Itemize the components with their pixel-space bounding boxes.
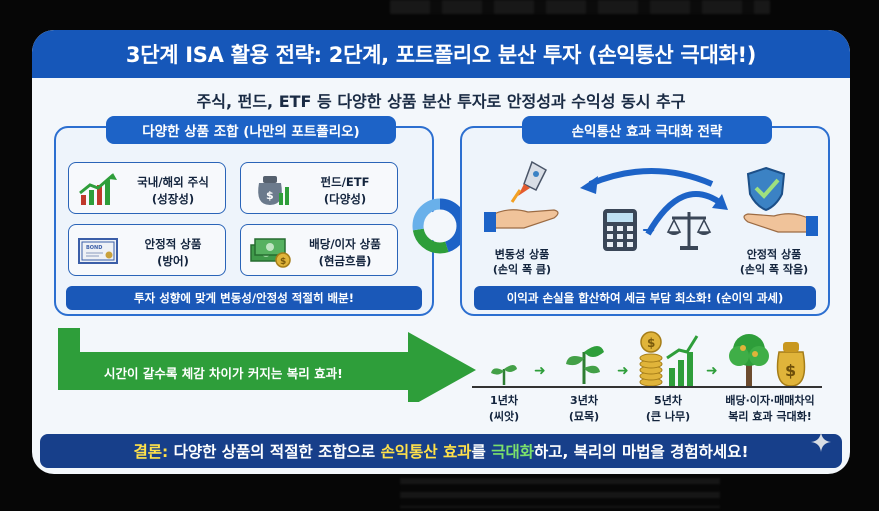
timeline-line [472, 386, 822, 388]
portfolio-panel-footer: 투자 성향에 맞게 변동성/안정성 적절히 배분! [66, 286, 422, 310]
blurred-background-text-top [390, 0, 770, 14]
stage-label: (묘목) [568, 410, 600, 423]
conclusion-text: 를 [471, 443, 492, 461]
page-title: 3단계 ISA 활용 전략: 2단계, 포트폴리오 분산 투자 (손익통산 극대… [125, 43, 757, 67]
svg-text:$: $ [785, 361, 796, 380]
infographic-card: 3단계 ISA 활용 전략: 2단계, 포트폴리오 분산 투자 (손익통산 극대… [32, 30, 850, 474]
product-name: 배당/이자 상품 [309, 237, 381, 251]
offset-arrows-icon [580, 168, 728, 236]
product-card-stocks: 국내/해외 주식 (성장성) [68, 162, 226, 214]
svg-text:$: $ [280, 257, 286, 267]
stage-year: 배당·이자·매매차익 [725, 394, 815, 407]
product-trait: (다양성) [323, 192, 367, 206]
seed-sprout-icon [491, 365, 517, 385]
stage-year: 1년차 [490, 394, 518, 407]
sapling-icon [566, 346, 604, 384]
product-name: 펀드/ETF [320, 175, 370, 189]
loss-offset-panel-heading: 손익통산 효과 극대화 전략 [522, 116, 772, 144]
conclusion-highlight: 손익통산 효과 [380, 443, 472, 461]
timeline-stage-1: 1년차 (씨앗) [469, 392, 539, 424]
stage-label: (씨앗) [488, 410, 520, 423]
subtitle: 주식, 펀드, ETF 등 다양한 상품 분산 투자로 안정성과 수익성 동시 … [196, 92, 686, 111]
volatile-product-note: (손익 폭 큼) [492, 263, 552, 276]
conclusion-text: 하고, 복리의 마법을 경험하세요! [533, 443, 749, 461]
svg-text:BOND: BOND [86, 245, 102, 251]
stable-product-label: 안정적 상품 [746, 248, 802, 261]
cash-coin-icon: $ [250, 238, 291, 268]
portfolio-panel-heading: 다양한 상품 조합 (나만의 포트폴리오) [106, 116, 396, 144]
right-arrow-icon: ➜ [642, 220, 656, 239]
growth-step-arrow: ➜ [534, 363, 546, 379]
compound-effect-text: 시간이 갈수록 체감 차이가 커지는 복리 효과! [104, 366, 343, 381]
product-card-stable: BOND 안정적 상품 (방어) [68, 224, 226, 276]
compound-growth-arrow [58, 328, 476, 402]
growth-step-arrow: ➜ [617, 363, 629, 379]
product-trait: (현금흐름) [318, 254, 372, 268]
money-tree-icon: $ [729, 334, 806, 388]
conclusion-text: 다양한 상품의 적절한 조합으로 [168, 443, 381, 461]
sparkle-icon [811, 432, 831, 452]
product-card-dividend: $ 배당/이자 상품 (현금흐름) [240, 224, 398, 276]
title-bar: 3단계 ISA 활용 전략: 2단계, 포트폴리오 분산 투자 (손익통산 극대… [32, 30, 850, 78]
growth-step-arrow: ➜ [706, 363, 718, 379]
conclusion-prefix: 결론: [133, 443, 169, 461]
bond-certificate-icon: BOND [78, 238, 118, 264]
conclusion-banner: 결론: 다양한 상품의 적절한 조합으로 손익통산 효과 를 극대화 하고, 복… [40, 434, 842, 468]
svg-text:$: $ [647, 336, 655, 350]
coins-chart-icon: $ [639, 331, 699, 387]
timeline-stage-2: 3년차 (묘목) [549, 392, 619, 424]
portfolio-panel: 다양한 상품 조합 (나만의 포트폴리오) 국내/해외 주식 (성장성) $ [54, 116, 434, 316]
stage-year: 3년차 [570, 394, 598, 407]
product-name: 안정적 상품 [144, 237, 202, 251]
loss-offset-panel-footer: 이익과 손실을 합산하여 세금 부담 최소화! (순이익 과세) [474, 286, 816, 310]
product-trait: (방어) [157, 254, 189, 268]
blurred-background-text-bottom [400, 478, 720, 508]
conclusion-highlight: 극대화 [491, 443, 534, 461]
loss-offset-panel: 손익통산 효과 극대화 전략 ➜ [460, 116, 830, 316]
product-trait: (성장성) [151, 192, 195, 206]
volatile-product-label: 변동성 상품 [494, 248, 550, 261]
calculator-icon [603, 209, 637, 251]
stage-label: (큰 나무) [645, 410, 691, 423]
svg-text:$: $ [266, 189, 274, 202]
timeline-stage-4: 배당·이자·매매차익 복리 효과 극대화! [715, 392, 825, 424]
product-name: 국내/해외 주식 [137, 175, 209, 189]
balance-scale-icon [666, 212, 712, 250]
shield-hand-icon [743, 166, 818, 236]
rocket-hand-icon [484, 160, 559, 232]
timeline-stage-3: 5년차 (큰 나무) [633, 392, 703, 424]
stable-product-note: (손익 폭 작음) [739, 263, 809, 276]
stage-label: 복리 효과 극대화! [728, 410, 812, 423]
growth-chart-icon [79, 173, 117, 205]
product-card-funds: $ 펀드/ETF (다양성) [240, 162, 398, 214]
money-bag-chart-icon: $ [258, 176, 289, 205]
stage-year: 5년차 [654, 394, 682, 407]
